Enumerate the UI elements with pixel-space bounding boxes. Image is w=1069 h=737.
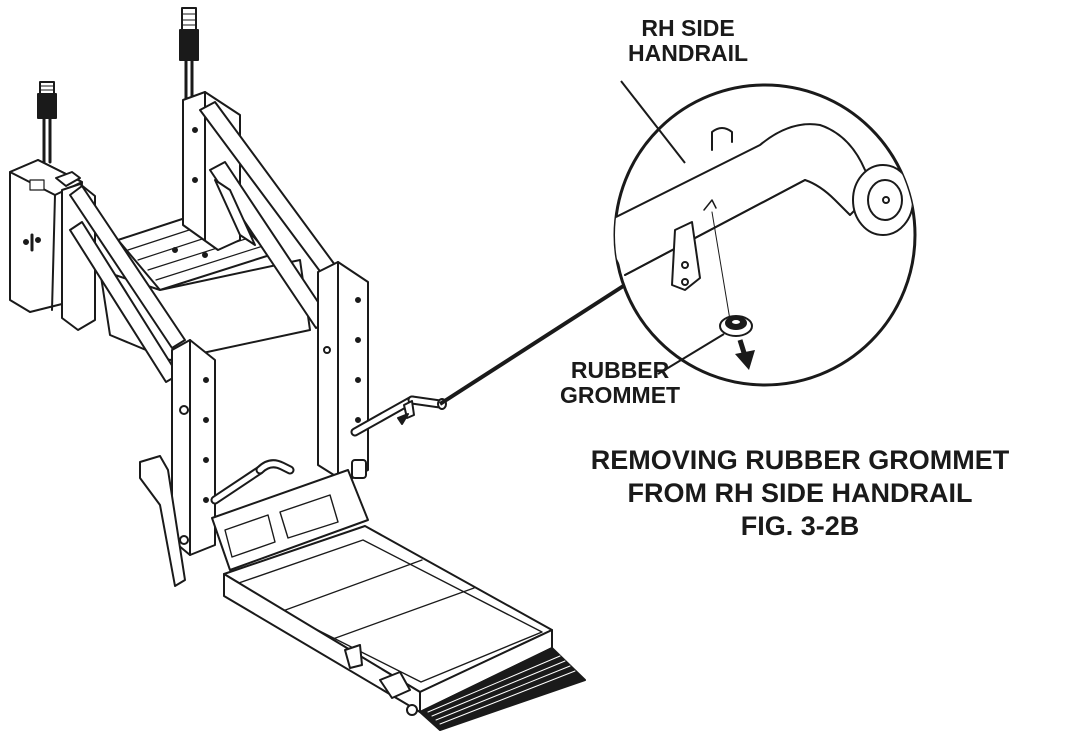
- grommet-callout-line-1: RUBBER: [570, 357, 670, 383]
- figure-caption: REMOVING RUBBER GROMMET FROM RH SIDE HAN…: [545, 444, 1055, 543]
- grommet-callout-line-2: GROMMET: [560, 381, 681, 408]
- left-warning-beacon: [37, 81, 57, 164]
- platform-hardware: [344, 644, 418, 716]
- wheelchair-lift-illustration: [9, 7, 586, 731]
- rubber-grommet-callout: RUBBER GROMMET: [560, 358, 680, 408]
- right-handrail: [350, 395, 447, 437]
- lift-arms-rear: [69, 101, 336, 383]
- front-left-vertical-arm: [171, 339, 216, 556]
- left-lower-bracket: [139, 455, 186, 587]
- detail-leader-line: [438, 281, 630, 406]
- handrail-tube: [615, 123, 881, 276]
- caption-line-1: REMOVING RUBBER GROMMET: [590, 445, 1010, 475]
- rh-handrail-leader: [620, 80, 686, 164]
- rh-callout-line-2: HANDRAIL: [628, 39, 749, 66]
- right-warning-beacon: [179, 7, 199, 102]
- caption-line-2: FROM RH SIDE HANDRAIL: [627, 477, 973, 508]
- bridge-plate: [211, 469, 369, 571]
- rh-callout-line-1: RH SIDE: [641, 15, 735, 41]
- front-right-vertical-arm: [317, 261, 369, 483]
- rh-side-handrail-callout: RH SIDE HANDRAIL: [628, 16, 748, 66]
- rubber-grommet: [719, 315, 753, 337]
- detail-view: [613, 83, 917, 387]
- grommet-leader: [657, 333, 725, 375]
- removal-arrow: [735, 339, 755, 370]
- figure-number: FIG. 3-2B: [740, 510, 860, 541]
- left-handrail: [210, 459, 295, 505]
- handrail-bracket: [671, 221, 701, 291]
- roll-stop: [419, 647, 586, 731]
